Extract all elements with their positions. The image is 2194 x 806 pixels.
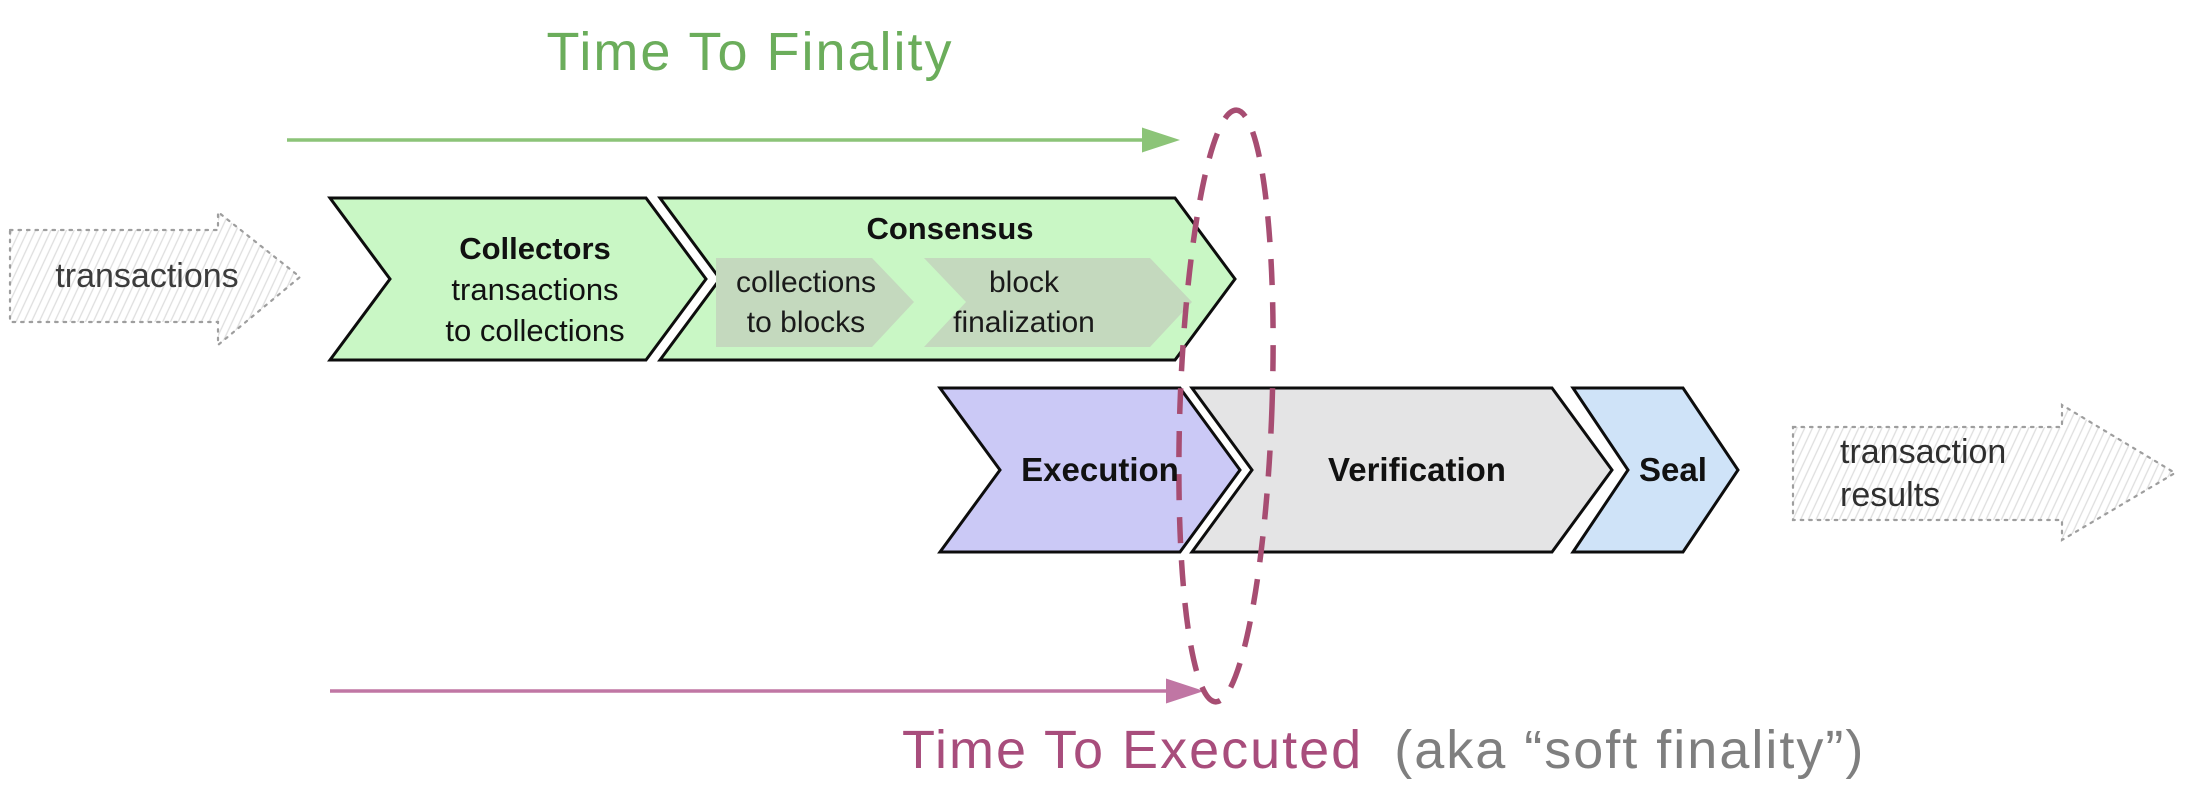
- execution-chevron-label: Execution: [1021, 451, 1179, 488]
- time-to-executed-title: Time To Executed (aka “soft finality”): [902, 722, 2102, 779]
- collectors-title: Collectors: [459, 230, 611, 266]
- consensus-step-block-finalization-label: block finalization: [924, 258, 1124, 347]
- execution-chevron: [937, 386, 1242, 554]
- step1-line1: collections: [735, 265, 877, 299]
- sub-chevron-block-finalization: [924, 258, 1192, 347]
- transaction-results-arrow: [1791, 403, 2178, 542]
- soft-finality-note: (aka “soft finality”): [1394, 720, 1866, 780]
- seal-chevron: [1570, 386, 1740, 554]
- collectors-subtitle-line2: to collections: [445, 312, 625, 348]
- time-to-finality-title: Time To Finality: [546, 22, 954, 82]
- consensus-step-collections-to-blocks-label: collections to blocks: [716, 258, 896, 347]
- transactions-arrow-label: transactions: [55, 256, 239, 295]
- collectors-chevron-label: Collectors transactions to collections: [390, 198, 680, 370]
- step1-line2: to blocks: [746, 305, 866, 339]
- step2-line1: block: [988, 265, 1060, 299]
- sub-chevron-collections-to-blocks: [716, 258, 914, 347]
- soft-finality-ellipse: [1176, 107, 1276, 705]
- consensus-title: Consensus: [866, 211, 1034, 246]
- step2-line2: finalization: [953, 305, 1095, 339]
- time-to-executed-arrow: [330, 678, 1204, 704]
- results-line2: results: [1840, 475, 1941, 514]
- verification-chevron: [1189, 386, 1614, 554]
- seal-chevron-label: Seal: [1639, 451, 1707, 488]
- verification-chevron-label: Verification: [1328, 451, 1506, 488]
- results-line1: transaction: [1840, 432, 2007, 471]
- transaction-results-arrow-label: transaction results: [1840, 427, 2070, 520]
- collectors-chevron: [327, 196, 708, 362]
- collectors-subtitle-line1: transactions: [451, 271, 619, 307]
- time-to-finality-arrow: [287, 127, 1180, 153]
- time-to-executed-text: Time To Executed: [902, 720, 1364, 780]
- transactions-input-arrow: [8, 209, 302, 348]
